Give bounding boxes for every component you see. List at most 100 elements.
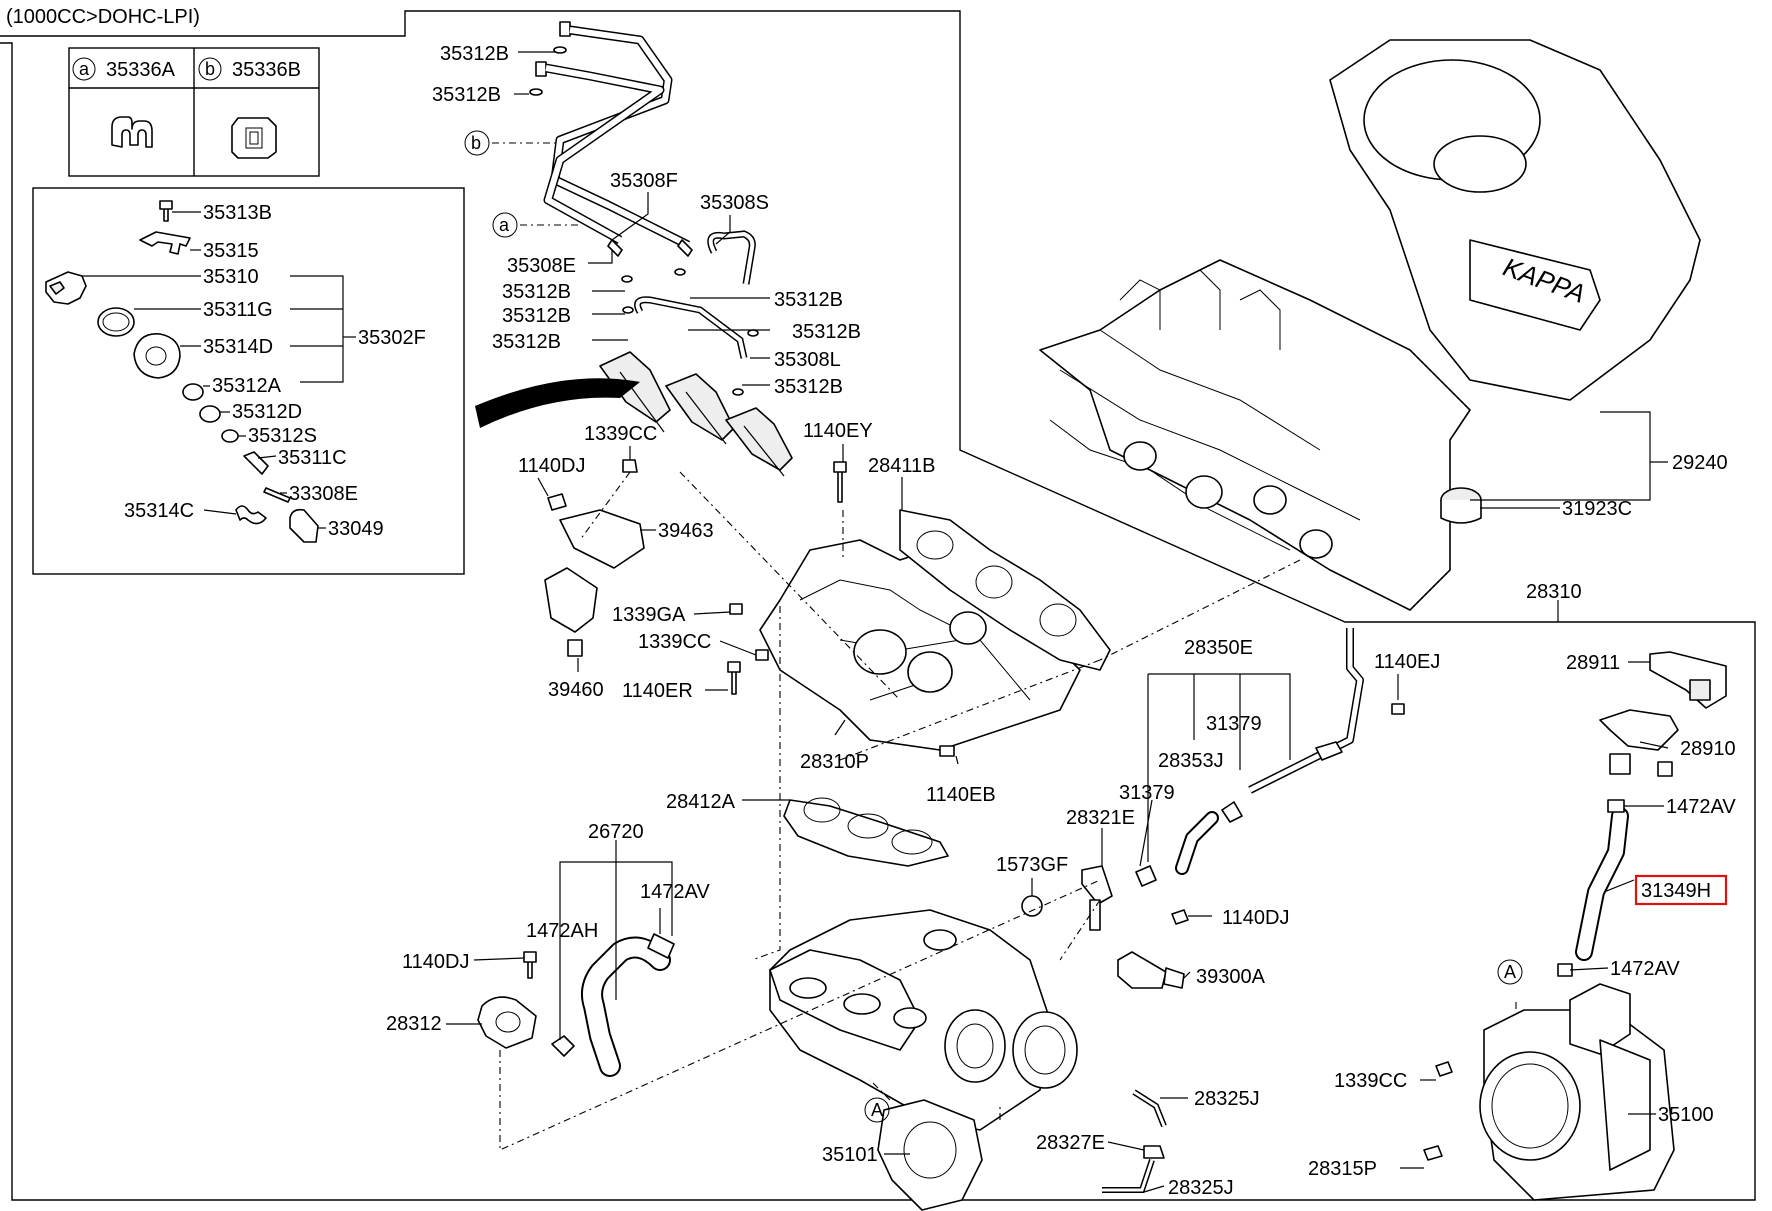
coolant-hose-group (477, 933, 675, 1077)
kit-leaders (82, 211, 356, 529)
label-31923C: 31923C (1562, 498, 1632, 520)
label-35310: 35310 (203, 266, 259, 288)
label-1472AH: 1472AH (526, 920, 598, 942)
label-35308S: 35308S (700, 192, 769, 214)
label-35314C: 35314C (124, 500, 194, 522)
clip-35314C-icon (235, 505, 267, 525)
label-35312B-4: 35312B (774, 289, 843, 311)
oring-35312D-icon (199, 405, 221, 423)
label-1472AV-2: 1472AV (1666, 796, 1736, 818)
engine-cover: KAPPA (1329, 39, 1701, 401)
label-28412A: 28412A (666, 791, 736, 813)
legend-a-circle (72, 57, 96, 81)
fuel-line-leaders (492, 51, 770, 386)
label-35312B-3: 35312B (502, 281, 571, 303)
legend-b-letter: b (205, 59, 215, 79)
label-28310P: 28310P (800, 751, 869, 773)
label-35302F: 35302F (358, 327, 426, 349)
cap-35311C-icon (243, 451, 269, 475)
label-1140DJ-3: 1140DJ (1222, 907, 1289, 929)
throttle-body-group (1423, 651, 1727, 1201)
label-35308F: 35308F (610, 170, 678, 192)
manifold-lower-leaders (742, 799, 1212, 1193)
label-39300A: 39300A (1196, 966, 1266, 988)
callout-a-circle (492, 212, 518, 238)
label-28411B: 28411B (868, 455, 935, 477)
throttle-body-leaders (1400, 661, 1669, 1169)
pin-33308E-icon (263, 487, 291, 503)
fuel-lines (529, 21, 793, 477)
label-35312B-2: 35312B (432, 84, 501, 106)
legend-table: a 35336A b 35336B (68, 47, 320, 177)
callout-A-2-letter: A (1504, 962, 1516, 982)
label-28327E: 28327E (1036, 1132, 1105, 1154)
label-28325J-2: 28325J (1168, 1177, 1234, 1199)
clip-b-icon (231, 117, 277, 159)
label-35314D: 35314D (203, 336, 273, 358)
label-28353J: 28353J (1158, 750, 1224, 772)
label-1339CC-3: 1339CC (1334, 1070, 1407, 1092)
label-28911: 28911 (1566, 652, 1620, 674)
callout-b-letter: b (471, 133, 481, 153)
manifold-upper (544, 459, 1111, 757)
label-35311C: 35311C (278, 447, 347, 469)
gasket-28411B-icon (899, 509, 1111, 671)
gasket-35101-icon (877, 1099, 983, 1211)
label-35312B-7: 35312B (792, 321, 861, 343)
label-28315P: 28315P (1308, 1158, 1377, 1180)
label-1573GF: 1573GF (996, 854, 1068, 876)
label-35312B-6: 35312B (492, 331, 561, 353)
cover-grommet (1440, 487, 1482, 524)
injector-kit-box (32, 187, 465, 575)
label-35312A: 35312A (212, 375, 282, 397)
label-35311G: 35311G (203, 299, 273, 321)
label-29240: 29240 (1672, 452, 1728, 474)
filter-33049-icon (289, 508, 319, 543)
label-1339GA: 1339GA (612, 604, 686, 626)
callout-b-circle (464, 130, 490, 156)
label-31379-2: 31379 (1119, 782, 1175, 804)
label-28350E: 28350E (1184, 637, 1253, 659)
label-1339CC-2: 1339CC (638, 631, 711, 653)
callout-A-1-letter: A (871, 1100, 883, 1120)
label-1472AV-1: 1472AV (640, 881, 710, 903)
black-arrow-icon (475, 378, 640, 428)
label-39460: 39460 (548, 679, 604, 701)
legend-a-code: 35336A (106, 59, 176, 81)
label-35308L: 35308L (774, 349, 841, 371)
label-33049: 33049 (328, 518, 384, 540)
injector-kit-parts (45, 200, 319, 543)
plug-1573GF-icon (1021, 895, 1043, 917)
label-28312: 28312 (386, 1013, 442, 1035)
label-28310: 28310 (1526, 581, 1582, 603)
legend-a-letter: a (79, 59, 90, 79)
grommet-35314D-icon (133, 333, 181, 379)
label-1140EB: 1140EB (926, 784, 996, 806)
label-1472AV-3: 1472AV (1610, 958, 1680, 980)
coolant-hose-leaders (446, 840, 1101, 1151)
clip-35315-icon (139, 231, 191, 255)
label-1140EY: 1140EY (803, 420, 873, 442)
label-31349H: 31349H (1641, 880, 1711, 902)
clip-a-icon (111, 116, 153, 148)
engine-variant-title: (1000CC>DOHC-LPI) (6, 6, 200, 28)
label-33308E: 33308E (289, 483, 358, 505)
label-35312D: 35312D (232, 401, 302, 423)
label-35313B: 35313B (203, 202, 272, 224)
callout-a-letter: a (499, 215, 510, 235)
manifold-lower (769, 797, 1189, 1211)
callout-A-2-circle (1497, 959, 1523, 985)
callout-A-1-circle (864, 1097, 890, 1123)
highlight-box-31349H (1634, 874, 1728, 906)
label-39463: 39463 (658, 520, 714, 542)
label-1140EJ: 1140EJ (1374, 651, 1440, 673)
label-35312B-1: 35312B (440, 43, 509, 65)
label-35308E: 35308E (507, 255, 576, 277)
injector-35310-icon (45, 271, 87, 305)
manifold-upper-leaders (537, 444, 1101, 961)
legend-b-circle (198, 57, 222, 81)
cover-leaders (1470, 411, 1668, 509)
legend-b-code: 35336B (232, 59, 301, 81)
hose-28350E-group (1135, 628, 1405, 887)
